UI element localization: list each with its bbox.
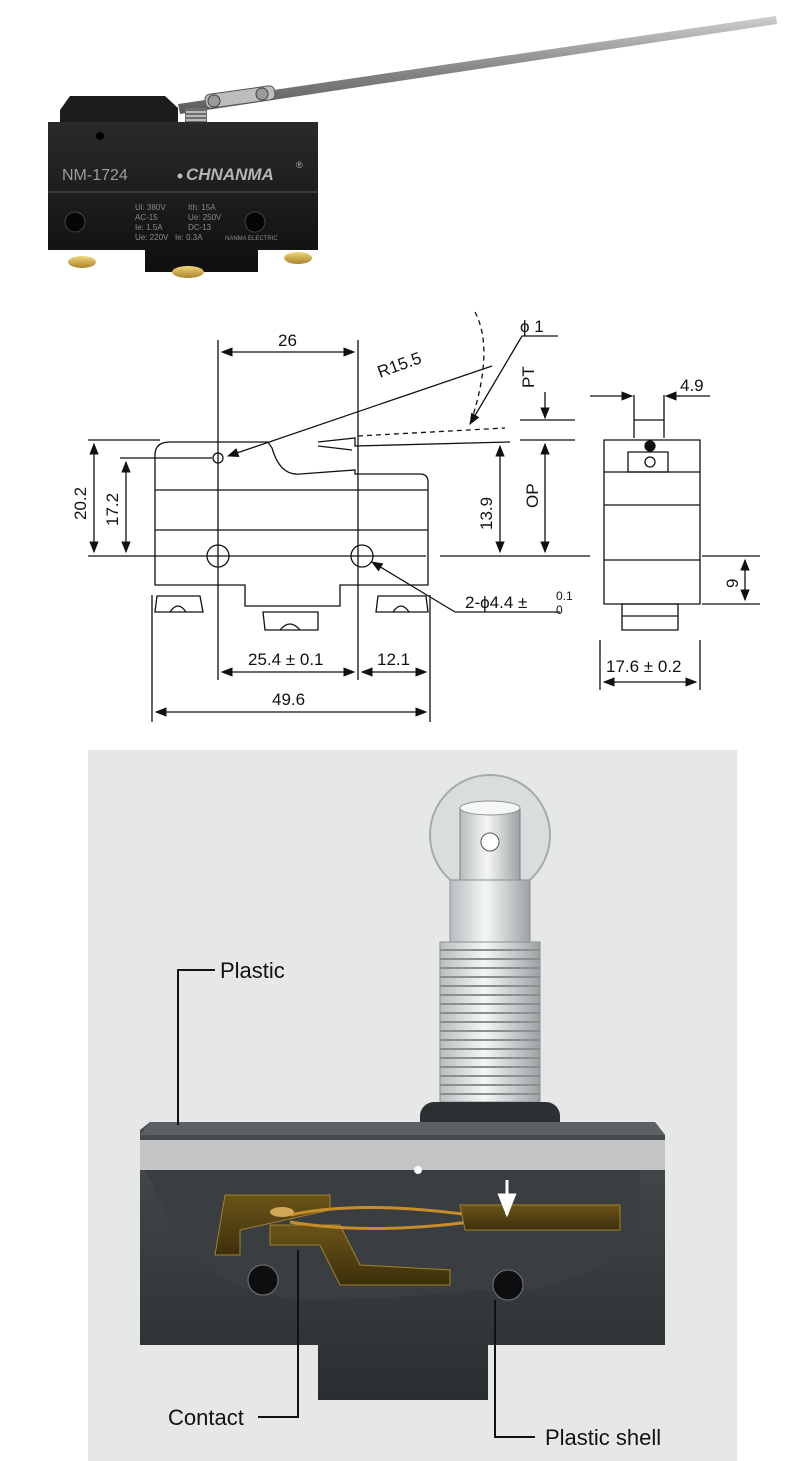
contact-mechanism [214, 1180, 621, 1286]
cutaway-illustration: Plastic Contact Plastic shell [88, 750, 737, 1461]
side-view-outline [603, 439, 701, 605]
svg-text:Ui: 380V: Ui: 380V [135, 203, 166, 212]
dim-20-2: 20.2 [71, 487, 90, 520]
svg-text:NANMA ELECTRIC: NANMA ELECTRIC [225, 236, 278, 242]
switch-photo: NM-1724 CHNANMA ® Ui: 380V Ith: 15A AC-1… [48, 16, 777, 278]
callout-line-shell [494, 1300, 535, 1438]
svg-text:Ie: 1.5A: Ie: 1.5A [135, 223, 163, 232]
terminal [154, 595, 204, 613]
hole-spec: 2-ϕ4.4 ± [465, 593, 527, 612]
svg-text:Ue: 220V: Ue: 220V [135, 233, 169, 242]
terminal [284, 252, 312, 264]
dim-9: 9 [723, 579, 742, 588]
dim-17-6: 17.6 ± 0.2 [606, 657, 682, 676]
dim-12-1: 12.1 [377, 650, 410, 669]
dim-25-4: 25.4 ± 0.1 [248, 650, 324, 669]
label-contact: Contact [168, 1405, 244, 1430]
dim-pt: PT [519, 366, 538, 388]
switch-top-cap [60, 96, 178, 122]
label-plastic: Plastic [220, 958, 285, 983]
dimension-drawing: 26 R15.5 ϕ 1 PT 4.9 20.2 17.2 13.9 OP 9 … [71, 311, 760, 722]
roller [429, 774, 551, 896]
terminal [68, 256, 96, 268]
dim-phi1: ϕ 1 [520, 317, 544, 336]
lever-arm [178, 16, 777, 114]
callout-line-plastic [177, 969, 215, 1125]
hole-tol-upper: 0.1 [556, 589, 573, 603]
actuator-lever [317, 437, 511, 447]
callout-line-contact [258, 1250, 299, 1418]
terminal [172, 266, 204, 278]
dim-op: OP [523, 483, 542, 508]
dim-radius: R15.5 [375, 348, 424, 381]
dim-49-6: 49.6 [272, 690, 305, 709]
registered-mark: ® [296, 160, 303, 170]
rating-text: Ui: 380V Ith: 15A AC-15 Ue: 250V Ie: 1.5… [135, 203, 278, 242]
model-label: NM-1724 [62, 167, 128, 184]
dim-17-2: 17.2 [103, 493, 122, 526]
svg-text:Ue: 250V: Ue: 250V [188, 213, 222, 222]
front-view-outline [154, 441, 429, 607]
brand-logo: CHNANMA [186, 165, 274, 184]
hole-tol-lower: 0 [556, 603, 563, 617]
label-plastic-shell: Plastic shell [545, 1425, 661, 1450]
svg-text:Ith: 15A: Ith: 15A [188, 203, 216, 212]
switch-body [48, 122, 318, 272]
dim-13-9: 13.9 [477, 497, 496, 530]
dim-4-9: 4.9 [680, 376, 704, 395]
svg-text:Ie: 0.3A: Ie: 0.3A [175, 233, 203, 242]
svg-text:DC-13: DC-13 [188, 223, 212, 232]
dim-26: 26 [278, 331, 297, 350]
svg-text:AC-15: AC-15 [135, 213, 158, 222]
